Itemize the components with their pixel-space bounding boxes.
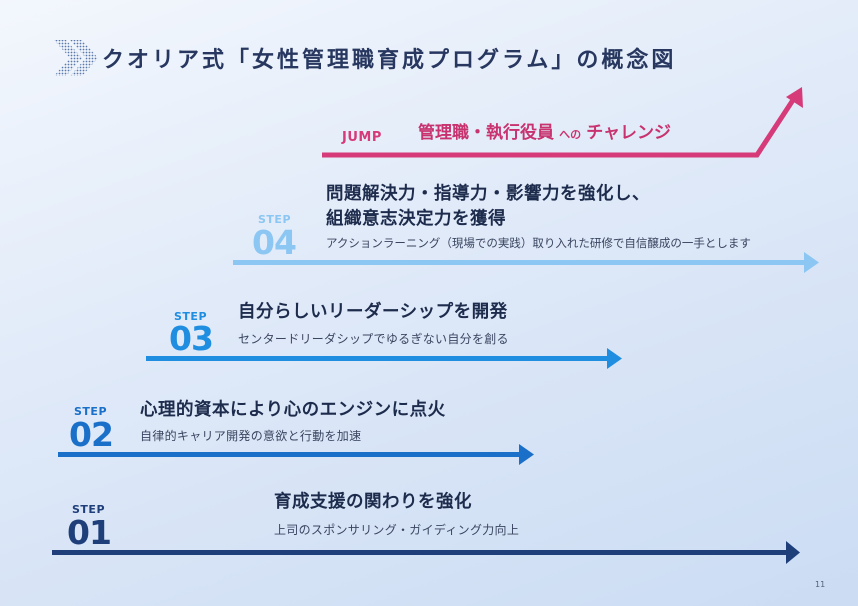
step04-arrow-line: [233, 260, 805, 265]
title-bar: クオリア式「女性管理職育成プログラム」の概念図: [52, 36, 676, 80]
step02-arrowhead: [519, 444, 534, 465]
page-number: 11: [815, 580, 826, 589]
jump-arrow-line: [322, 98, 796, 158]
step02-heading: 心理的資本により心のエンジンに点火: [140, 400, 446, 420]
jump-arrowhead: [786, 87, 803, 108]
step03-number: 03: [169, 319, 214, 358]
step01-heading: 育成支援の関わりを強化: [274, 492, 472, 512]
step03-heading: 自分らしいリーダーシップを開発: [238, 302, 508, 322]
step03-arrowhead: [607, 348, 622, 369]
step02-number: 02: [69, 415, 114, 454]
step04-label: STEP: [258, 213, 292, 226]
jump-text-end: チャレンジ: [586, 123, 672, 143]
step03-description: センタードリーダシップでゆるぎない自分を創る: [238, 332, 509, 346]
step01-label: STEP: [72, 503, 106, 516]
dotted-chevron-icon: [54, 40, 98, 76]
step04-description: アクションラーニング（現場での実践）取り入れた研修で自信醸成の一手とします: [326, 236, 751, 250]
step01-arrowhead: [786, 541, 800, 564]
step02-description: 自律的キャリア開発の意欲と行動を加速: [140, 429, 362, 443]
step04-arrowhead: [804, 252, 819, 273]
jump-label: JUMP: [342, 130, 382, 145]
step01-arrow-line: [52, 550, 788, 555]
step01-description: 上司のスポンサリング・ガイディング力向上: [274, 523, 520, 537]
jump-heading: 管理職・執行役員 への チャレンジ: [418, 118, 671, 143]
step04-number: 04: [252, 223, 297, 262]
step03-arrow-line: [146, 356, 608, 361]
page-title: クオリア式「女性管理職育成プログラム」の概念図: [102, 48, 677, 73]
step03-label: STEP: [174, 310, 208, 323]
jump-text-particle: への: [559, 128, 582, 141]
step04-heading-line1: 問題解決力・指導力・影響力を強化し、: [326, 184, 650, 204]
jump-text-main: 管理職・執行役員: [418, 123, 554, 143]
step02-arrow-line: [58, 452, 520, 457]
step04-heading-line2: 組織意志決定力を獲得: [326, 209, 506, 229]
step01-number: 01: [67, 513, 112, 552]
step02-label: STEP: [74, 405, 108, 418]
